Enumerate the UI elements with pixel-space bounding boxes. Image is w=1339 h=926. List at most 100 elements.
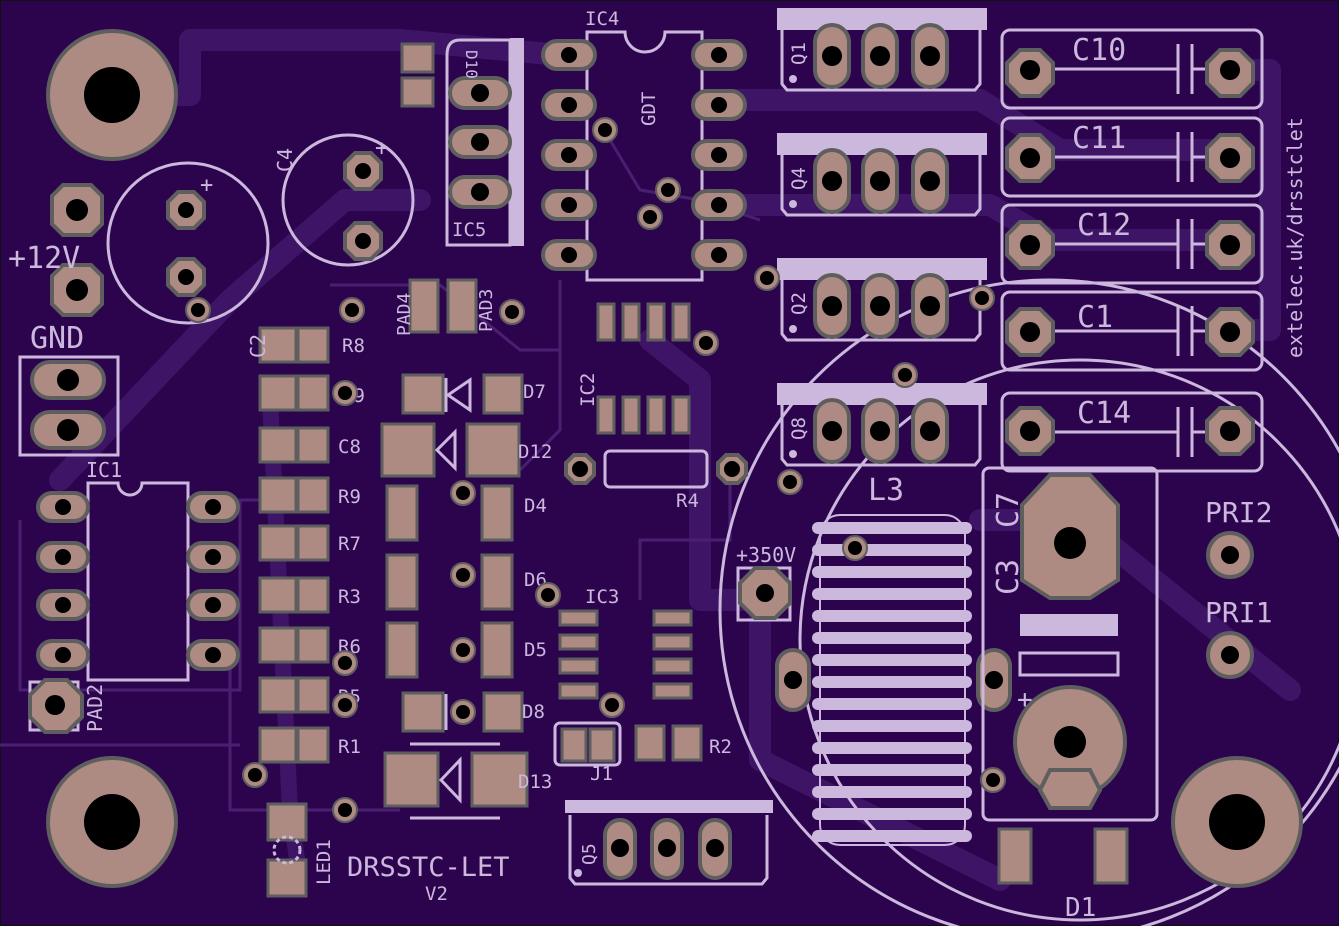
pad2-label: PAD2 bbox=[83, 684, 107, 732]
led1-label: LED1 bbox=[313, 839, 335, 885]
ic5-label: IC5 bbox=[452, 219, 486, 241]
ic4-gdt: IC4 GDT bbox=[541, 8, 747, 282]
c8-label: C8 bbox=[338, 436, 361, 458]
ic3-label: IC3 bbox=[585, 586, 619, 608]
cap-c10: C10 bbox=[1000, 28, 1264, 110]
vias bbox=[185, 117, 1006, 823]
coil-turn bbox=[812, 654, 972, 666]
coil-turn bbox=[812, 588, 972, 600]
pad3-label: PAD3 bbox=[476, 289, 497, 332]
c1-label: C1 bbox=[1077, 300, 1113, 335]
coil-turn bbox=[812, 676, 972, 688]
coil-keepout-circles bbox=[718, 278, 1339, 926]
r7-label: R7 bbox=[338, 533, 361, 555]
ic2-label: IC2 bbox=[577, 373, 599, 407]
pad4-label: PAD4 bbox=[394, 293, 415, 336]
d5-label: D5 bbox=[524, 639, 547, 661]
coil-turn bbox=[812, 720, 972, 732]
c11-label: C11 bbox=[1072, 121, 1126, 156]
polarity-mark: + bbox=[200, 173, 213, 198]
d10-label: D10 bbox=[462, 50, 481, 79]
pri1-label: PRI1 bbox=[1205, 596, 1272, 629]
led1: LED1 bbox=[266, 802, 335, 898]
via-drill bbox=[338, 656, 352, 670]
via-drill bbox=[541, 588, 555, 602]
pad2: PAD2 bbox=[28, 678, 107, 734]
power-input-12v: +12V GND bbox=[8, 183, 120, 457]
q2-transistor: Q2 bbox=[777, 258, 987, 342]
electrolytic-cap-c4: + C4 bbox=[273, 133, 415, 267]
coil-turns bbox=[812, 522, 972, 842]
via-drill bbox=[456, 643, 470, 657]
d4-label: D4 bbox=[524, 495, 547, 517]
via-drill bbox=[598, 123, 612, 137]
coil-turn bbox=[812, 764, 972, 776]
hv-label: +350V bbox=[736, 543, 796, 567]
gdt-label: GDT bbox=[638, 92, 660, 126]
via-drill bbox=[456, 705, 470, 719]
r4-label: R4 bbox=[676, 490, 699, 512]
q5-transistor: Q5 bbox=[565, 800, 773, 886]
coil-turn bbox=[812, 830, 972, 842]
c4-label: C4 bbox=[273, 148, 297, 172]
via-drill bbox=[338, 803, 352, 817]
via-drill bbox=[699, 336, 713, 350]
via-drill bbox=[248, 768, 262, 782]
via-drill bbox=[975, 291, 989, 305]
r8-label: R8 bbox=[342, 335, 365, 357]
r2-label: R2 bbox=[709, 736, 732, 758]
c3-c7-bus-caps: C3 C7 + bbox=[981, 466, 1159, 822]
via-drill bbox=[643, 210, 657, 224]
label-gnd: GND bbox=[30, 321, 84, 356]
d1-label: D1 bbox=[1065, 893, 1096, 923]
board-title: DRSSTC-LET bbox=[347, 852, 510, 883]
q5-label: Q5 bbox=[579, 843, 600, 865]
cap-c1: C1 bbox=[1000, 290, 1264, 372]
via-drill bbox=[605, 698, 619, 712]
l3-inductor: L3 bbox=[775, 473, 1012, 846]
via-drill bbox=[338, 698, 352, 712]
d8-label: D8 bbox=[522, 701, 545, 723]
coil-turn bbox=[812, 610, 972, 622]
r4-resistor: R4 bbox=[564, 449, 748, 512]
d7-label: D7 bbox=[523, 381, 546, 403]
ic4-label: IC4 bbox=[585, 8, 619, 30]
board-version: V2 bbox=[425, 883, 448, 905]
coil-turn bbox=[812, 786, 972, 798]
coil-turn bbox=[812, 742, 972, 754]
c2-label: C2 bbox=[246, 334, 270, 358]
primary-terminals: PRI2 PRI1 bbox=[1205, 496, 1272, 679]
polarity-mark: + bbox=[1017, 685, 1033, 715]
via-drill bbox=[986, 773, 1000, 787]
ic1-label: IC1 bbox=[86, 458, 122, 482]
j1-label: J1 bbox=[590, 763, 613, 785]
via-drill bbox=[783, 475, 797, 489]
hv-input: +350V bbox=[736, 543, 796, 622]
smd-passive-column: C2 R8 C9 C8 R9 R7 R3 R6 R5 R1 bbox=[246, 326, 365, 764]
via-drill bbox=[898, 368, 912, 382]
coil-turn bbox=[812, 632, 972, 644]
r1-label: R1 bbox=[338, 736, 361, 758]
coil-turn bbox=[812, 522, 972, 534]
ic1-dip8: IC1 bbox=[36, 458, 240, 682]
via-drill bbox=[345, 303, 359, 317]
pad3-pad4: PAD4 PAD3 bbox=[394, 278, 497, 336]
via-drill bbox=[456, 486, 470, 500]
via-drill bbox=[505, 305, 519, 319]
ic5-to220: D10 IC5 bbox=[400, 38, 524, 247]
via-drill bbox=[456, 568, 470, 582]
c12-label: C12 bbox=[1077, 208, 1131, 243]
q8-label: Q8 bbox=[788, 417, 810, 440]
electrolytic-cap-left: + bbox=[106, 161, 270, 325]
polarity-mark: + bbox=[375, 136, 388, 161]
via-drill bbox=[661, 183, 675, 197]
q4-transistor: Q4 bbox=[777, 133, 987, 217]
ic3-soic: IC3 bbox=[558, 586, 693, 700]
c14-label: C14 bbox=[1077, 396, 1131, 431]
q1-label: Q1 bbox=[788, 42, 810, 65]
d12-label: D12 bbox=[518, 441, 552, 463]
coil-turn bbox=[812, 808, 972, 820]
ic2-soic: IC2 bbox=[577, 302, 691, 435]
